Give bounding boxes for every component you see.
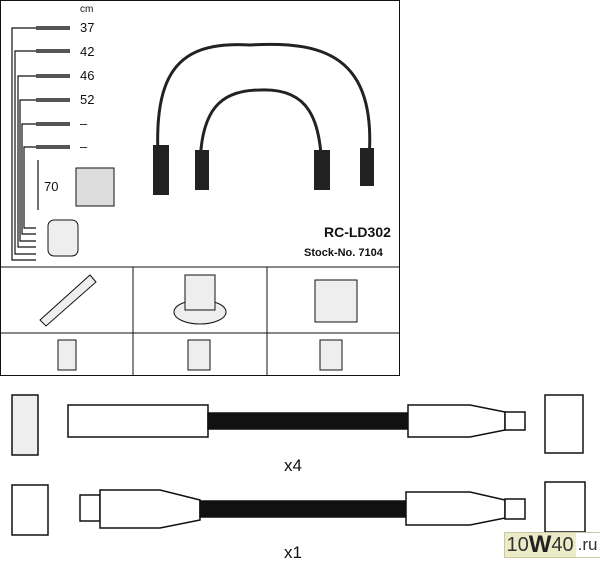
- wm-suffix: .ru: [575, 533, 600, 557]
- lead-drawing-x4: [11, 394, 584, 456]
- lead-drawing-x1: [11, 481, 586, 536]
- length-6: –: [80, 139, 88, 154]
- wire-connectors: [36, 26, 70, 149]
- length-4: 52: [80, 92, 95, 107]
- length-5: –: [80, 116, 88, 131]
- stock-number: Stock-No. 7104: [304, 247, 383, 259]
- distributor-cap-icon: [47, 219, 79, 257]
- wm-num: 40: [551, 534, 574, 556]
- part-number: RC-LD302: [324, 224, 391, 240]
- length-unit: cm: [80, 4, 94, 15]
- wm-prefix: 10: [506, 534, 529, 556]
- wire-set-image: [156, 42, 372, 186]
- wm-mid: W: [528, 531, 552, 558]
- coil-lead-length: 70: [44, 179, 59, 194]
- length-3: 46: [80, 68, 95, 83]
- diagram-frame: [0, 0, 400, 376]
- quantity-x4: x4: [284, 456, 302, 475]
- coil-icon: [75, 167, 115, 207]
- length-2: 42: [80, 44, 95, 59]
- wire-schematic: [11, 27, 39, 261]
- quantity-x1: x1: [284, 543, 302, 562]
- component-icons: [39, 274, 358, 371]
- length-1: 37: [80, 20, 95, 35]
